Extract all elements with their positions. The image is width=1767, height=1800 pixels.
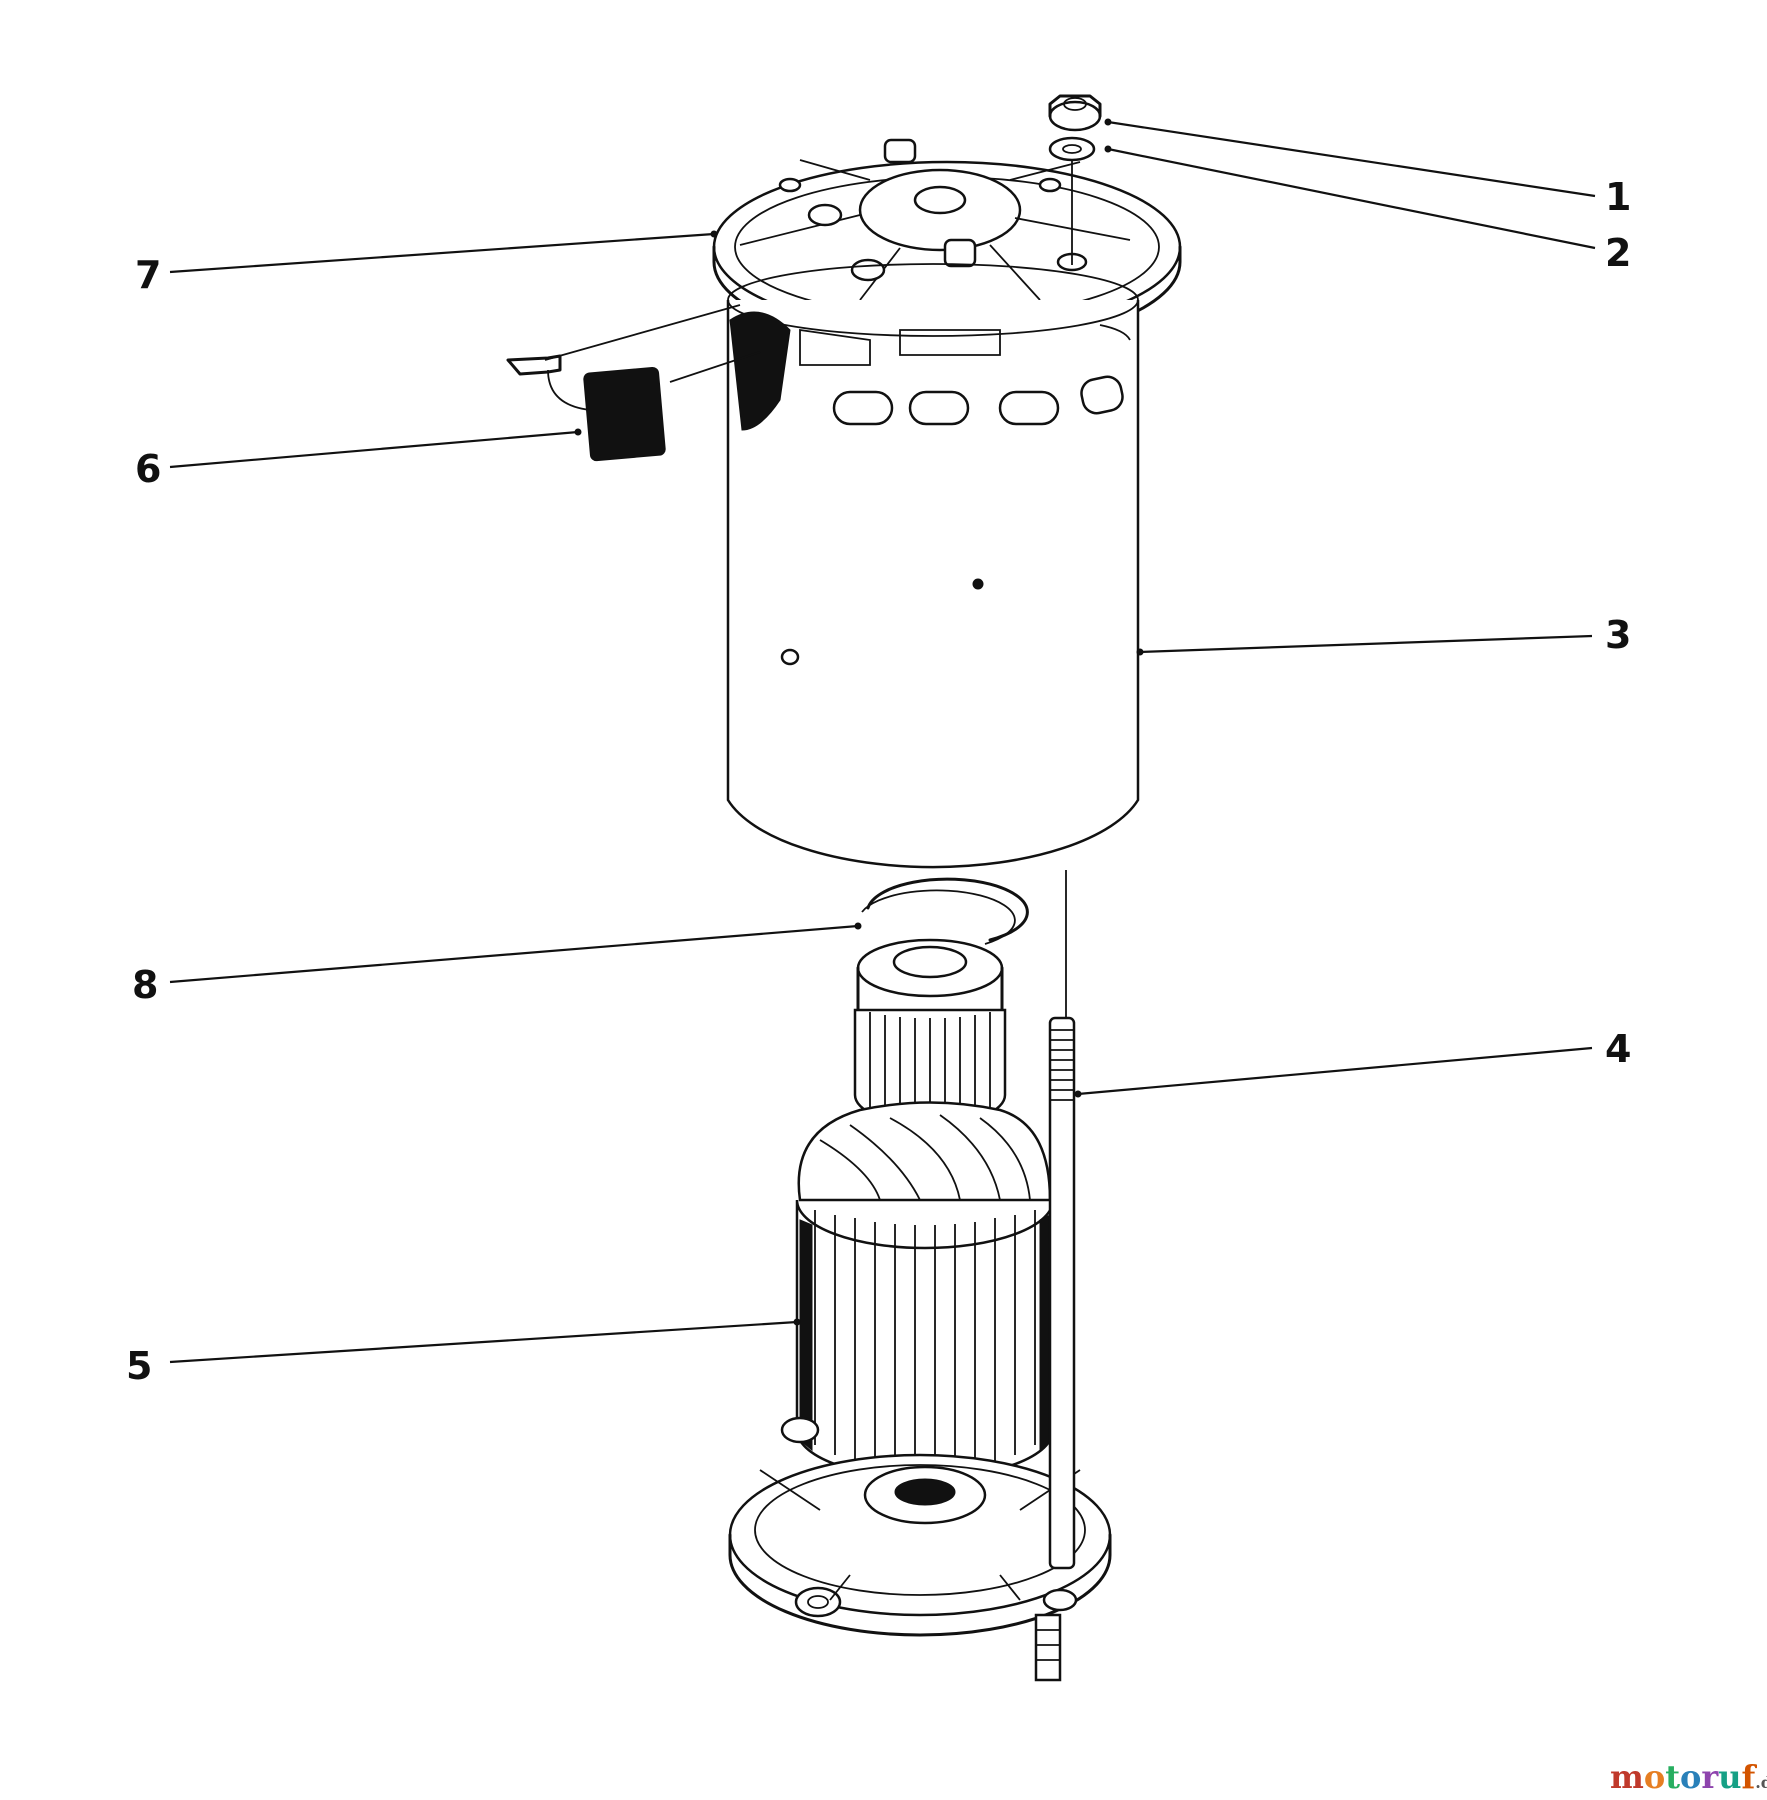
base-end-bell [728, 1416, 1112, 1682]
leader-3 [1139, 634, 1593, 654]
callout-7: 7 [135, 253, 161, 297]
leader-6 [169, 430, 579, 469]
armature-part [795, 938, 1055, 1480]
nut-part [1048, 94, 1102, 132]
callout-labels: 1 2 3 4 5 6 7 8 [126, 175, 1631, 1388]
callout-5: 5 [126, 1344, 152, 1388]
leader-lines [169, 118, 1596, 1364]
brush-part [506, 354, 666, 462]
callout-3: 3 [1605, 613, 1631, 657]
callout-1: 1 [1605, 175, 1631, 219]
callout-8: 8 [132, 963, 158, 1007]
spring-ring-part [861, 877, 1029, 945]
leader-7 [169, 232, 715, 274]
leader-2 [1107, 147, 1596, 250]
callout-6: 6 [135, 447, 161, 491]
watermark-logo: motoruf.de [1610, 1758, 1767, 1796]
washer-part [1048, 136, 1096, 162]
callout-2: 2 [1605, 231, 1631, 275]
leader-5 [169, 1320, 798, 1364]
svg-text:motoruf.de: motoruf.de [1610, 1758, 1767, 1796]
through-bolt-part [1048, 160, 1076, 1570]
leader-4 [1077, 1046, 1593, 1096]
end-cap-part [712, 138, 1182, 349]
leader-8 [169, 924, 859, 984]
callout-4: 4 [1605, 1027, 1631, 1071]
leader-1 [1107, 120, 1596, 198]
housing-part [726, 263, 1140, 869]
